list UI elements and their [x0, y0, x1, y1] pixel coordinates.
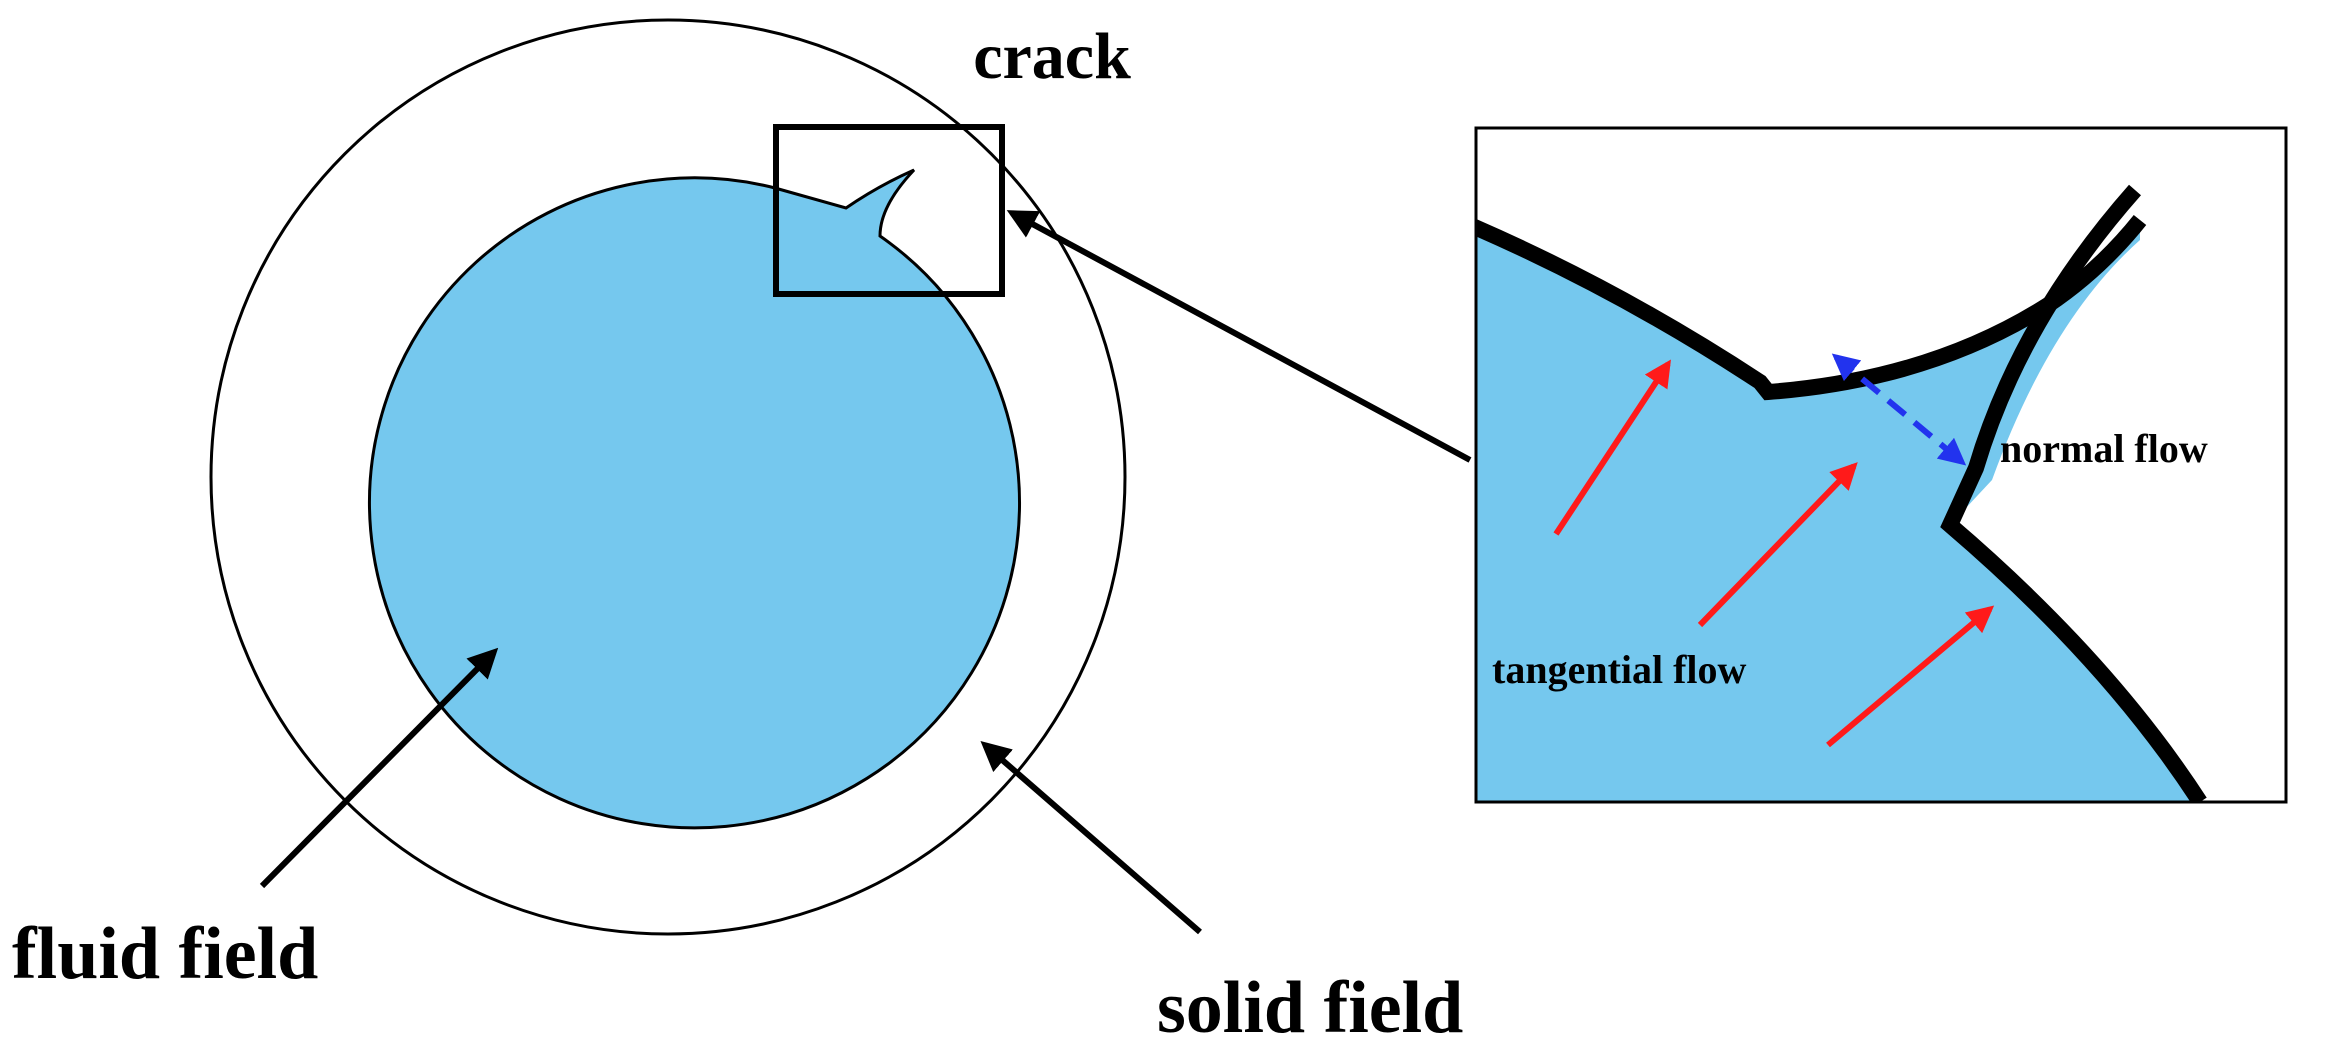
fluid-field-arrow	[259, 647, 499, 889]
crack-label: crack	[973, 20, 1131, 93]
inset-frame	[1474, 126, 2288, 804]
fluid-field-region	[368, 168, 1022, 830]
crack-zoom-inset	[1474, 126, 2288, 804]
normal-flow-label: normal flow	[2000, 426, 2208, 471]
crack-highlight-box	[773, 124, 1005, 297]
inset-crack-lower-boundary	[1940, 184, 2207, 802]
solid-field-arrow	[980, 741, 1202, 935]
solid-field-label: solid field	[1157, 967, 1463, 1049]
connector-arrow	[1006, 210, 1472, 463]
tangential-flow-arrow-1	[1553, 359, 1671, 536]
tangential-flow-arrow-3	[1826, 605, 1995, 748]
fluid-field-label: fluid field	[12, 913, 318, 995]
tangential-flow-arrow-2	[1697, 462, 1858, 628]
normal-flow-arrow	[1831, 353, 1967, 466]
tangential-flow-label: tangential flow	[1492, 647, 1747, 692]
